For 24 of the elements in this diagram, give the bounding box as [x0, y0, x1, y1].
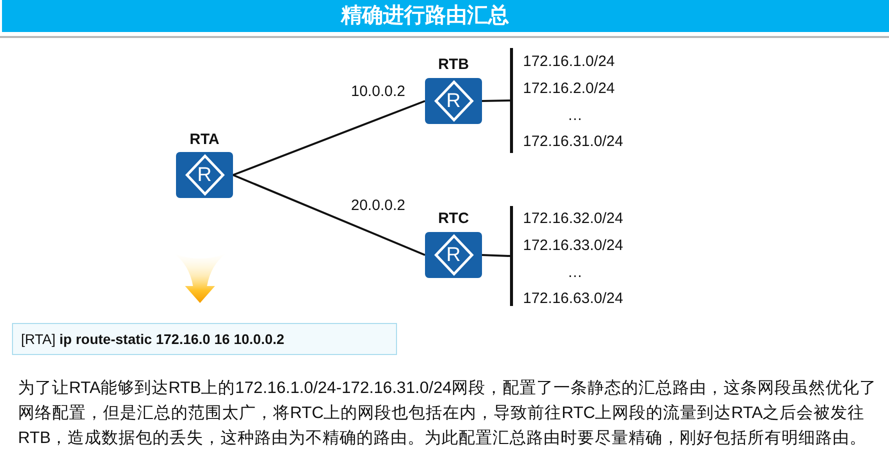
connection-line: [482, 100, 510, 102]
network-address: 172.16.31.0/24: [523, 133, 624, 151]
network-bus-line: [510, 206, 513, 306]
connection-line: [232, 100, 426, 176]
network-address: …: [568, 264, 582, 282]
command-text: [RTA] ip route-static 172.16.0 16 10.0.0.2: [21, 331, 284, 348]
command-box: [12, 323, 397, 355]
network-address: 172.16.63.0/24: [523, 290, 624, 308]
router-name: RTA: [190, 131, 220, 149]
connection-line: [482, 254, 510, 257]
router-letter: R: [446, 91, 461, 111]
router-letter: R: [197, 165, 212, 185]
connection-line: [232, 174, 426, 256]
title-text: 精确进行路由汇总: [341, 3, 509, 29]
router-name: RTC: [438, 210, 469, 228]
network-address: 172.16.32.0/24: [523, 210, 624, 228]
description-text: 为了让RTA能够到达RTB上的172.16.1.0/24-172.16.31.0/24网段，配置了一条静态的汇总路由，这条网段虽然优化了网络配置，但是汇总的范围太广，将RTC上的网段也包括在内，导致前往RTC上网段的流量到达RTA之后会被发往RTB，造成数据包的丢失，这种路由为不精确的路由。为此配置汇总路由时要尽量精确，刚好包括所有明细路由。: [18, 378, 878, 449]
network-address: 172.16.1.0/24: [523, 53, 615, 71]
network-address: 172.16.33.0/24: [523, 237, 624, 255]
router-letter: R: [446, 245, 461, 265]
network-bus-line: [510, 48, 513, 153]
network-address: …: [568, 107, 582, 125]
router-name: RTB: [438, 56, 469, 74]
network-address: 172.16.2.0/24: [523, 80, 615, 98]
